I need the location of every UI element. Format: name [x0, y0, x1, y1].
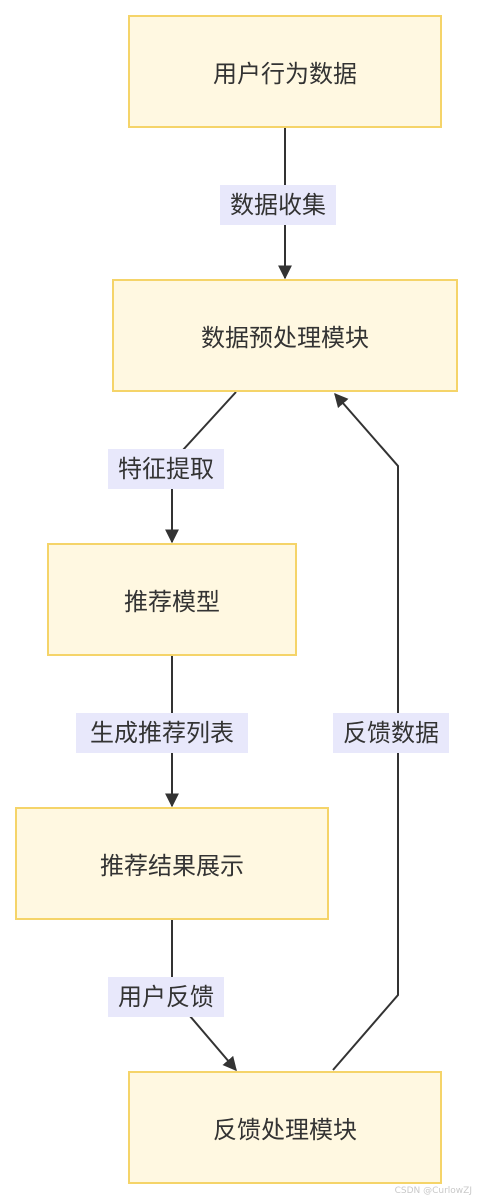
node-feedback-processing-module: 反馈处理模块 [128, 1071, 442, 1184]
edge-label-user-feedback: 用户反馈 [108, 977, 224, 1017]
watermark: CSDN @CurlowZJ [394, 1186, 472, 1196]
node-preprocessing-module: 数据预处理模块 [112, 279, 458, 392]
edge-label-feedback-data: 反馈数据 [333, 713, 449, 753]
edge-label-feature-extraction: 特征提取 [108, 449, 224, 489]
node-user-behavior-data: 用户行为数据 [128, 15, 442, 128]
node-recommendation-display: 推荐结果展示 [15, 807, 329, 920]
edge-label-data-collection: 数据收集 [220, 185, 336, 225]
node-recommendation-model: 推荐模型 [47, 543, 297, 656]
edge-label-generate-list: 生成推荐列表 [76, 713, 248, 753]
